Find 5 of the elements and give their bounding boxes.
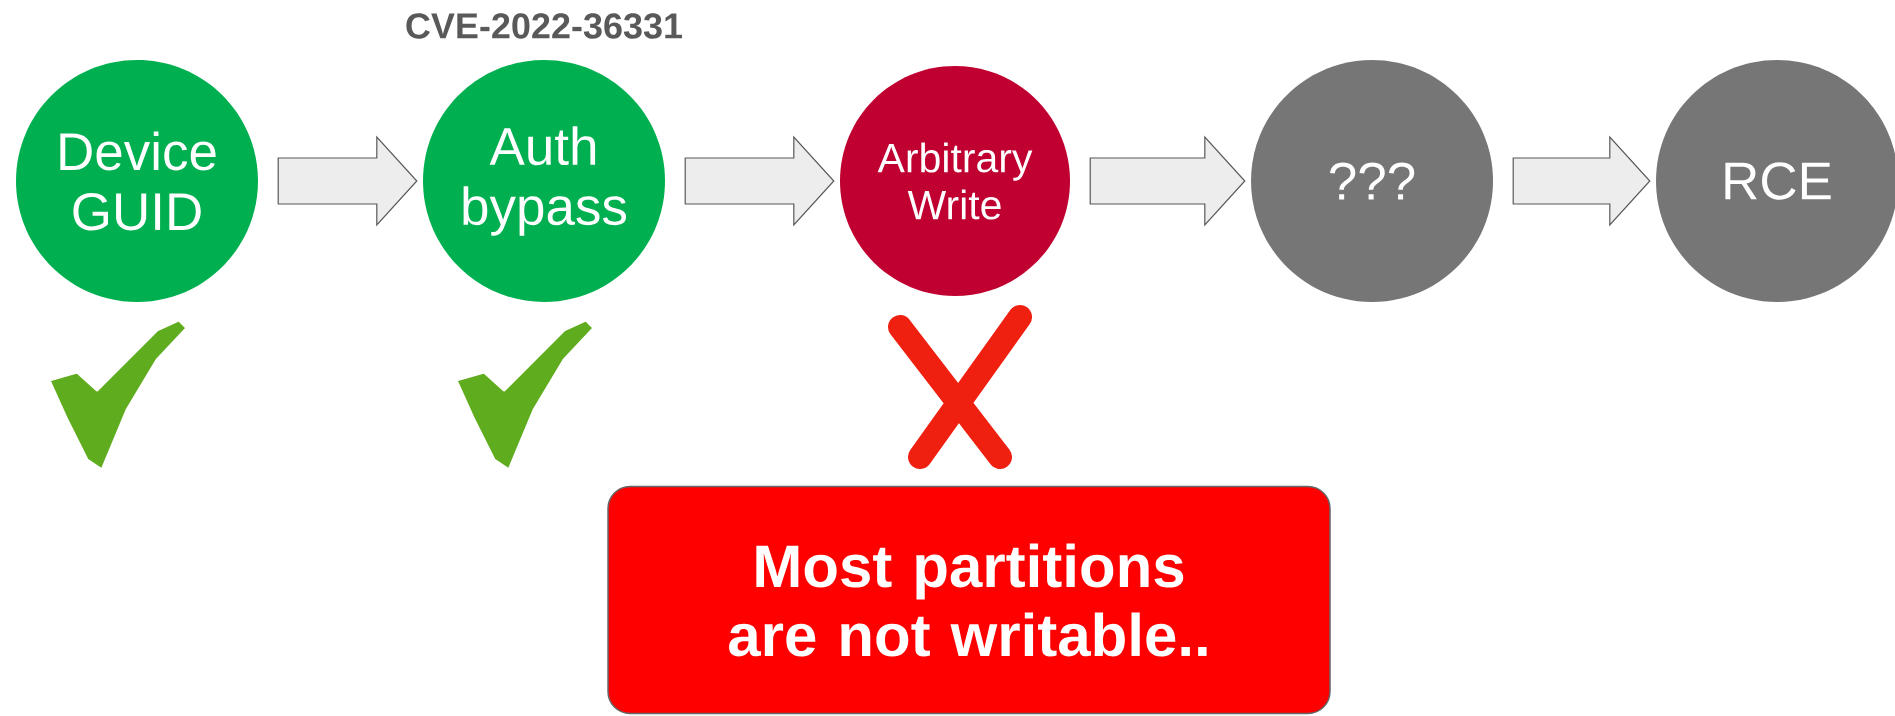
callout-box: Most partitions are not writable.. — [607, 485, 1331, 715]
block-arrow — [684, 135, 835, 227]
block-arrow — [1089, 135, 1246, 227]
block-arrow — [1512, 135, 1651, 227]
block-arrow — [277, 135, 418, 227]
